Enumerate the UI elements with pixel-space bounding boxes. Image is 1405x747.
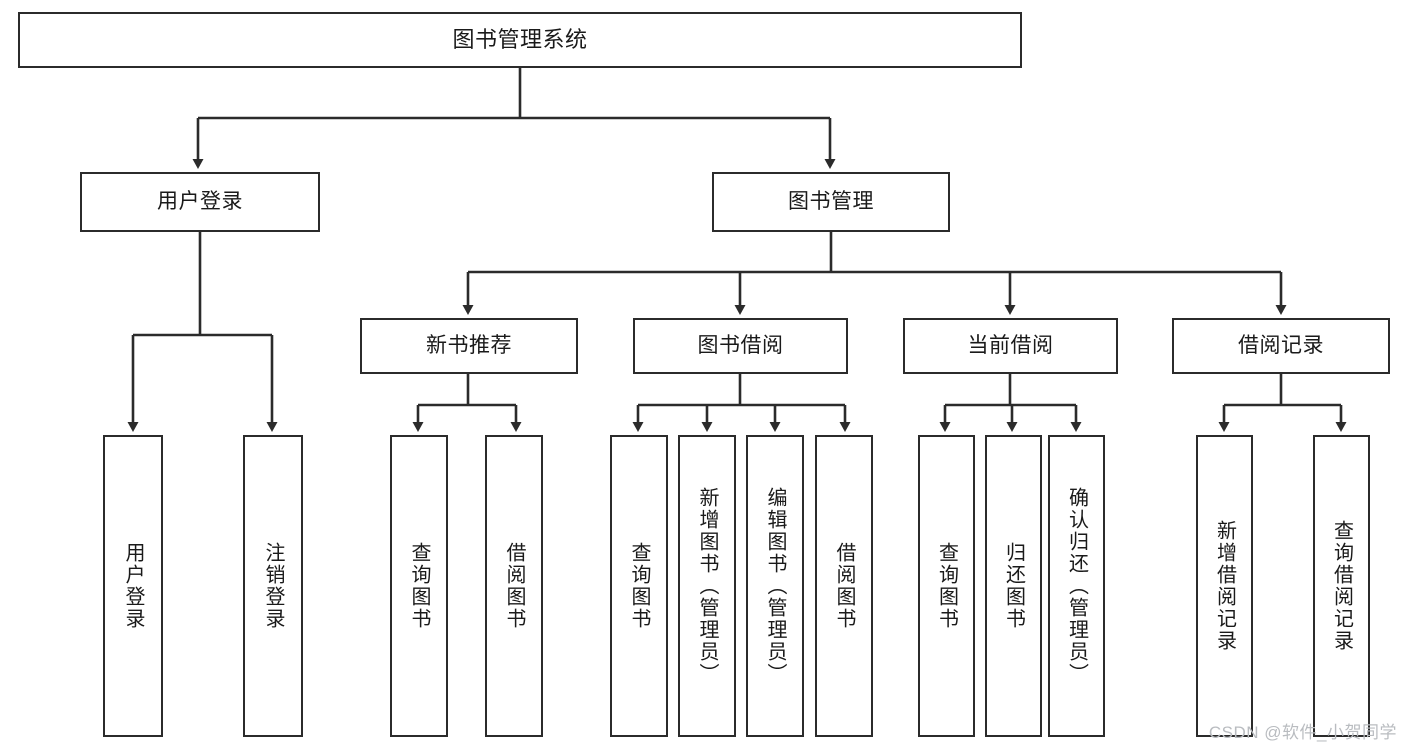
node-new-book-rec[interactable]: 新书推荐: [360, 318, 578, 374]
node-current-borrow-label: 当前借阅: [967, 333, 1054, 357]
node-new-book-rec-label: 新书推荐: [426, 333, 512, 357]
node-book-manage-label: 图书管理: [788, 189, 874, 213]
node-leaf-confirm-return-label: 确认归还（管理员）: [1065, 487, 1088, 685]
node-leaf-query-record-label: 查询借阅记录: [1330, 520, 1353, 652]
node-leaf-query-book[interactable]: 查询图书: [610, 435, 668, 737]
node-leaf-add-record[interactable]: 新增借阅记录: [1196, 435, 1253, 737]
node-leaf-edit-book-label: 编辑图书（管理员）: [764, 487, 786, 685]
node-leaf-query-book-label: 查询图书: [628, 542, 650, 630]
node-leaf-borrow-book-label: 借阅图书: [833, 542, 855, 630]
node-leaf-query-book-rec[interactable]: 查询图书: [390, 435, 448, 737]
node-leaf-edit-book[interactable]: 编辑图书（管理员）: [746, 435, 804, 737]
node-leaf-user-login-label: 用户登录: [122, 542, 144, 630]
watermark: CSDN @软件_小贺同学: [1208, 723, 1397, 742]
node-leaf-add-record-label: 新增借阅记录: [1213, 520, 1236, 652]
node-book-borrow-label: 图书借阅: [697, 333, 784, 357]
node-leaf-query-book-rec-label: 查询图书: [408, 542, 430, 630]
node-root-label: 图书管理系统: [452, 27, 588, 53]
node-user-login[interactable]: 用户登录: [80, 172, 320, 232]
node-borrow-record-label: 借阅记录: [1238, 333, 1324, 357]
node-book-manage[interactable]: 图书管理: [712, 172, 950, 232]
node-leaf-borrow-book-rec-label: 借阅图书: [503, 542, 525, 630]
node-root[interactable]: 图书管理系统: [18, 12, 1022, 68]
node-leaf-query-book-cur-label: 查询图书: [935, 542, 958, 630]
node-leaf-query-record[interactable]: 查询借阅记录: [1313, 435, 1370, 737]
node-leaf-confirm-return[interactable]: 确认归还（管理员）: [1048, 435, 1105, 737]
node-leaf-logout[interactable]: 注销登录: [243, 435, 303, 737]
node-leaf-return-book[interactable]: 归还图书: [985, 435, 1042, 737]
node-current-borrow[interactable]: 当前借阅: [903, 318, 1118, 374]
node-borrow-record[interactable]: 借阅记录: [1172, 318, 1390, 374]
node-leaf-logout-label: 注销登录: [262, 542, 284, 630]
node-leaf-borrow-book-rec[interactable]: 借阅图书: [485, 435, 543, 737]
node-leaf-return-book-label: 归还图书: [1002, 542, 1025, 630]
node-leaf-query-book-cur[interactable]: 查询图书: [918, 435, 975, 737]
node-leaf-user-login[interactable]: 用户登录: [103, 435, 163, 737]
node-leaf-borrow-book[interactable]: 借阅图书: [815, 435, 873, 737]
node-leaf-add-book[interactable]: 新增图书（管理员）: [678, 435, 736, 737]
node-leaf-add-book-label: 新增图书（管理员）: [696, 487, 718, 685]
node-book-borrow[interactable]: 图书借阅: [633, 318, 848, 374]
node-user-login-label: 用户登录: [157, 189, 243, 213]
